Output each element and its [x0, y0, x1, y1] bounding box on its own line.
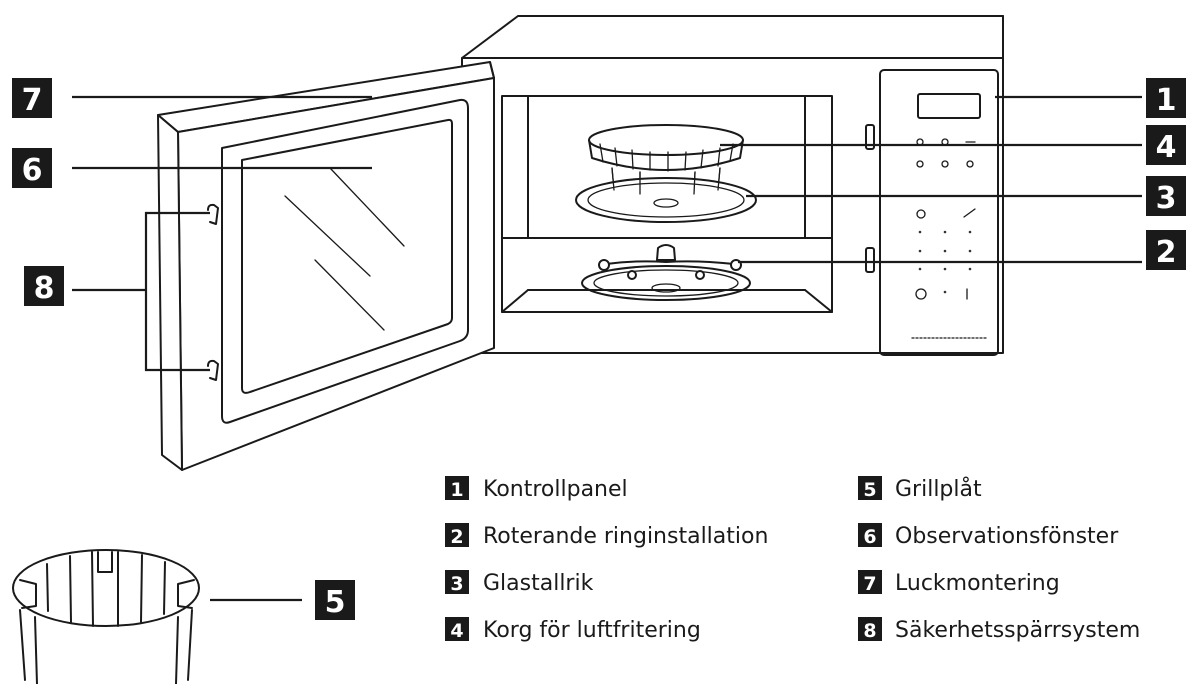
callout-badge-2: 2 — [1146, 230, 1186, 270]
callout-number: 6 — [22, 153, 43, 188]
legend-item: 2 Roterande ringinstallation — [445, 523, 768, 549]
legend-item: 4 Korg för luftfritering — [445, 617, 701, 643]
leader-lines — [72, 95, 1142, 602]
control-panel-drawing — [911, 93, 987, 339]
callout-number: 2 — [1156, 235, 1177, 270]
legend-label: Säkerhetsspärrsystem — [895, 618, 1140, 643]
legend-number: 7 — [863, 573, 876, 595]
legend-item: 7 Luckmontering — [858, 570, 1060, 596]
display-screen — [917, 93, 981, 119]
legend-number: 8 — [863, 620, 876, 642]
callout-badge-1: 1 — [1146, 78, 1186, 118]
legend-label: Roterande ringinstallation — [483, 524, 768, 549]
callout-badge-6: 6 — [12, 148, 52, 188]
legend-item: 1 Kontrollpanel — [445, 476, 628, 502]
callout-badge-3: 3 — [1146, 176, 1186, 216]
legend-item: 3 Glastallrik — [445, 570, 594, 596]
legend-label: Kontrollpanel — [483, 477, 628, 502]
roller-ring-drawing — [581, 244, 751, 301]
legend-number: 2 — [450, 526, 463, 548]
callout-number: 4 — [1156, 130, 1177, 165]
callout-badge-5: 5 — [315, 580, 355, 620]
legend-item: 6 Observationsfönster — [858, 523, 1119, 549]
callout-badge-8: 8 — [24, 266, 64, 306]
callout-badge-4: 4 — [1146, 125, 1186, 165]
legend-number: 1 — [450, 479, 463, 501]
legend-label: Glastallrik — [483, 571, 594, 596]
door-drawing — [157, 61, 495, 471]
leader-8-bracket — [144, 211, 210, 372]
legend-label: Korg för luftfritering — [483, 618, 701, 643]
callout-number: 5 — [325, 585, 346, 620]
glass-tray-drawing — [575, 167, 757, 223]
legend-label: Grillplåt — [895, 476, 982, 502]
legend-number: 3 — [450, 573, 463, 595]
callout-number: 7 — [22, 83, 43, 118]
callout-number: 3 — [1156, 181, 1177, 216]
callout-number: 1 — [1156, 83, 1177, 118]
grill-rack-drawing — [12, 549, 200, 684]
legend-item: 8 Säkerhetsspärrsystem — [858, 617, 1140, 643]
callout-number: 8 — [34, 271, 55, 306]
legend: 1 Kontrollpanel 2 Roterande ringinstalla… — [445, 476, 1140, 643]
legend-number: 5 — [863, 479, 876, 501]
legend-number: 4 — [450, 620, 463, 642]
air-fry-basket-drawing — [588, 124, 744, 195]
legend-label: Luckmontering — [895, 571, 1060, 596]
legend-label: Observationsfönster — [895, 524, 1119, 549]
legend-item: 5 Grillplåt — [858, 476, 982, 502]
callout-badge-7: 7 — [12, 78, 52, 118]
legend-number: 6 — [863, 526, 876, 548]
